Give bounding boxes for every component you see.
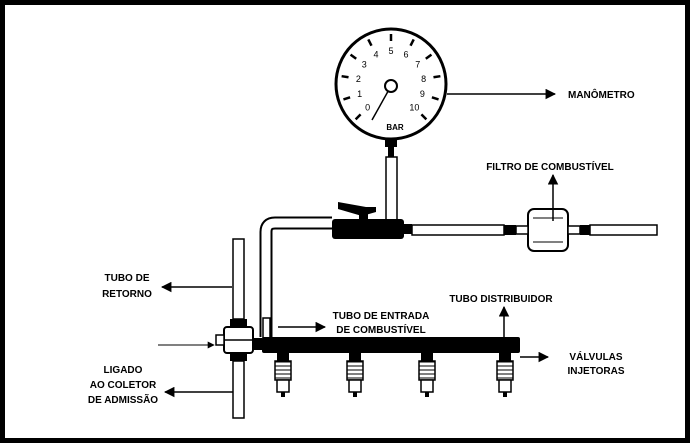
injector-collar — [421, 353, 433, 361]
gauge-number: 9 — [420, 89, 425, 99]
filter-outlet-pipe — [589, 224, 658, 236]
label-tubo-entrada-2: DE COMBUSTÍVEL — [336, 323, 425, 336]
label-valvulas-2: INJETORAS — [567, 366, 624, 377]
regulator-top-nut — [230, 319, 247, 327]
filter-outlet — [567, 225, 581, 235]
feed-pipe-end — [262, 317, 271, 339]
injector-tip — [281, 392, 285, 397]
filter-inlet-pipe — [411, 224, 505, 236]
injector-tip — [503, 392, 507, 397]
gauge-number: 0 — [365, 102, 370, 112]
gauge-number: 1 — [357, 89, 362, 99]
gauge-tick — [420, 113, 428, 121]
regulator-bottom-nut — [230, 353, 247, 361]
injector-body — [346, 360, 364, 381]
gauge-tick — [343, 96, 351, 101]
label-valvulas-1: VÁLVULAS — [569, 350, 622, 363]
injector-nozzle — [276, 379, 290, 393]
injector-nozzle — [420, 379, 434, 393]
injector-tip — [425, 392, 429, 397]
gauge-tick — [354, 113, 362, 121]
gauge-number: 8 — [421, 74, 426, 84]
gauge-number: 7 — [415, 60, 420, 70]
gauge-number: 6 — [403, 50, 408, 60]
label-filtro: FILTRO DE COMBUSTÍVEL — [486, 160, 614, 173]
tee-outlet-nut — [404, 224, 412, 234]
injector-collar — [277, 353, 289, 361]
regulator-link — [253, 338, 262, 350]
gauge-number: 3 — [362, 60, 367, 70]
feed-pipe — [261, 218, 332, 337]
gauge-stem-nut — [385, 139, 397, 147]
gauge-tick — [341, 74, 349, 79]
injector-body — [418, 360, 436, 381]
injector — [418, 353, 436, 397]
gauge-stem — [388, 147, 394, 157]
gauge-hub — [384, 79, 398, 93]
injector — [274, 353, 292, 397]
injector-tip — [353, 392, 357, 397]
gauge-tick — [425, 53, 433, 60]
filter-body — [527, 208, 569, 252]
label-ligado-2: AO COLETOR — [90, 380, 157, 391]
injector-nozzle — [498, 379, 512, 393]
fuel-rail — [262, 337, 520, 353]
label-tubo-entrada-1: TUBO DE ENTRADA — [333, 311, 430, 322]
label-tubo-retorno-2: RETORNO — [102, 289, 152, 300]
tee-fitting — [332, 202, 412, 239]
return-pipe — [232, 238, 245, 320]
gauge-tick — [409, 38, 415, 47]
filter-outlet-nut — [580, 225, 590, 235]
filter-inlet-nut — [504, 225, 516, 235]
injector-collar — [499, 353, 511, 361]
label-ligado-1: LIGADO — [104, 365, 143, 376]
gauge-unit-label: BAR — [386, 123, 404, 132]
gauge-pipe — [385, 156, 398, 224]
injector-collar — [349, 353, 361, 361]
tee-body — [332, 219, 404, 239]
gauge-number: 4 — [374, 50, 379, 60]
gauge-number: 5 — [388, 46, 393, 56]
label-tubo-distribuidor: TUBO DISTRIBUIDOR — [449, 294, 553, 305]
label-tubo-retorno-1: TUBO DE — [105, 273, 150, 284]
gauge-number: 2 — [356, 74, 361, 84]
gauge-ticks — [341, 34, 441, 121]
valve-handle — [338, 202, 376, 216]
gauge-tick — [367, 38, 373, 47]
fuel-filter — [515, 208, 581, 252]
vacuum-pipe — [232, 360, 245, 419]
injector-nozzle — [348, 379, 362, 393]
gauge-tick — [349, 53, 357, 60]
gauge-tick — [433, 74, 441, 79]
injector — [346, 353, 364, 397]
label-manometro: MANÔMETRO — [568, 88, 635, 101]
regulator-side-port — [215, 334, 225, 346]
gauge-tick — [431, 96, 439, 101]
label-ligado-3: DE ADMISSÃO — [88, 393, 158, 406]
injector-body — [274, 360, 292, 381]
injector-body — [496, 360, 514, 381]
gauge-number: 10 — [409, 102, 419, 112]
injectors — [274, 353, 514, 397]
filter-inlet — [515, 225, 529, 235]
injector — [496, 353, 514, 397]
